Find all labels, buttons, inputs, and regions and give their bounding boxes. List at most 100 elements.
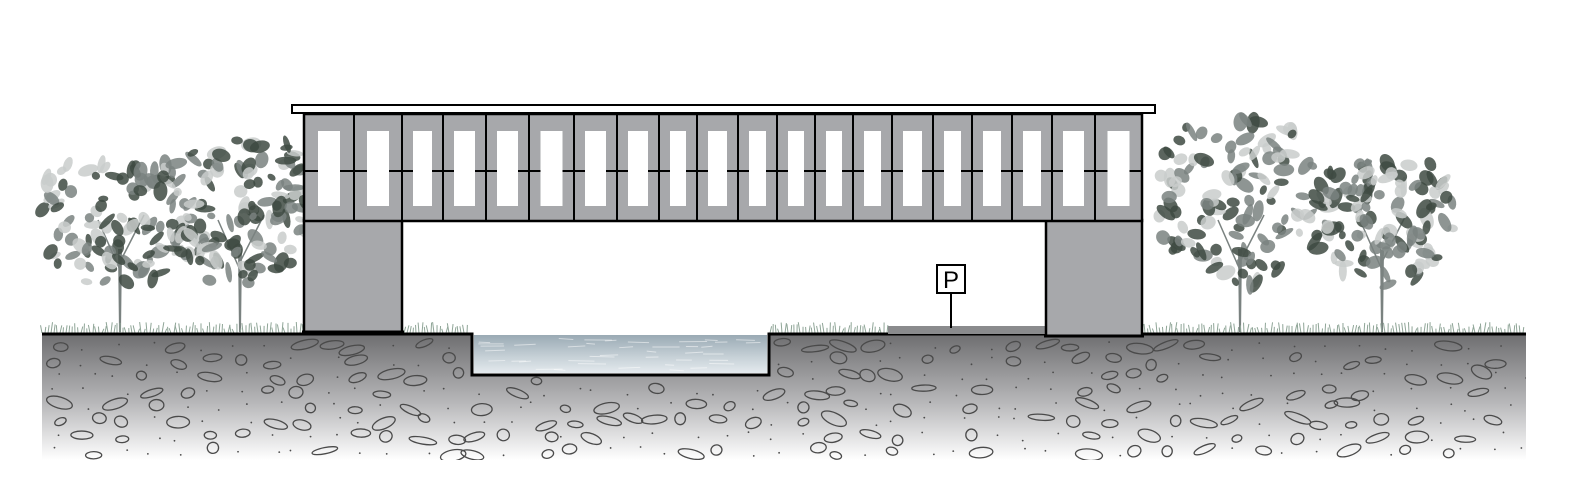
grass-blade (1343, 327, 1347, 334)
pebble (371, 416, 396, 431)
leaf-cluster (1350, 199, 1364, 212)
grass-blade (1366, 324, 1369, 334)
leaf-cluster (40, 174, 54, 193)
leaf-cluster (1415, 247, 1435, 259)
ripple (514, 343, 536, 346)
leaf-cluster (1385, 167, 1398, 180)
ripple (685, 351, 704, 354)
grass-blade (1306, 325, 1309, 334)
pebble (234, 428, 251, 438)
pebble (505, 387, 530, 400)
leaf-cluster (1273, 163, 1295, 177)
grain (263, 344, 266, 347)
grain (423, 389, 426, 392)
pebble (580, 431, 603, 446)
leaf-cluster (1370, 175, 1378, 186)
facade-windows (318, 131, 1130, 206)
grain (1459, 447, 1462, 450)
leaf-cluster (151, 268, 171, 278)
grass-blade (282, 327, 286, 334)
window-pane (788, 131, 804, 206)
grass-blade (1375, 324, 1378, 334)
grass-blade (1254, 327, 1257, 334)
pebble (170, 358, 188, 370)
grass-blade (202, 328, 205, 334)
grass-blade (1207, 326, 1211, 334)
pebble (1407, 415, 1425, 426)
grass-blade (104, 325, 107, 334)
leaf-cluster (1246, 274, 1254, 295)
leaf-cluster (1173, 135, 1186, 146)
grass-blade (797, 322, 801, 334)
grass-blade (1395, 322, 1398, 334)
pebble (439, 448, 467, 460)
leaf-cluster (94, 235, 107, 248)
pebble (45, 395, 73, 410)
pebble (235, 354, 248, 366)
leaf-cluster (1257, 172, 1271, 186)
grass-blade (790, 325, 793, 334)
grain (923, 374, 926, 377)
leaf-cluster (1338, 231, 1346, 240)
pebble (828, 339, 857, 353)
grain (697, 436, 700, 439)
grass-blade (1451, 323, 1455, 334)
pebble (1027, 413, 1056, 422)
leaf-cluster (226, 214, 234, 233)
pebble (829, 351, 848, 365)
grass-blade (1363, 322, 1366, 334)
leaf-cluster (1429, 186, 1441, 199)
leaf-cluster (210, 230, 227, 243)
grass-blade (139, 321, 142, 334)
grass-blade (1500, 327, 1503, 334)
grain (1227, 358, 1230, 361)
grass-blade (1380, 323, 1383, 334)
grass-blade (68, 325, 71, 334)
grain (559, 435, 562, 438)
leaf-cluster (112, 253, 126, 265)
grass-blade (80, 326, 84, 334)
grain (1103, 409, 1106, 412)
grass-blade (1404, 322, 1407, 334)
grain (1466, 362, 1469, 365)
pebble (1290, 432, 1305, 446)
grass-blade (451, 323, 454, 334)
leaf-cluster (1235, 132, 1255, 146)
leaf-cluster (83, 220, 103, 229)
window-pane (1063, 131, 1084, 206)
grain (889, 393, 892, 396)
grain (1057, 432, 1060, 435)
leaf-cluster (1158, 147, 1172, 161)
leaf-cluster (212, 148, 231, 162)
leaf-cluster (200, 170, 214, 186)
grain (1520, 447, 1523, 449)
pebble (804, 390, 831, 401)
leaf-cluster (113, 234, 126, 248)
left-pier (302, 218, 404, 334)
leaf-cluster (173, 187, 182, 197)
pebble (800, 344, 830, 353)
grain (663, 452, 666, 455)
grass-blade (105, 322, 109, 334)
grass-blade (1328, 324, 1332, 334)
grass-blade (1336, 325, 1339, 334)
window-pane (983, 131, 1001, 206)
grass-blade (1479, 323, 1482, 334)
leaf-cluster (43, 191, 60, 206)
leaf-cluster (271, 191, 290, 200)
grain (111, 375, 114, 377)
leaf-cluster (1267, 185, 1280, 200)
grass-blade (432, 321, 435, 334)
leaf-cluster (249, 140, 270, 153)
leaf-cluster (284, 201, 298, 214)
leaf-cluster (295, 216, 305, 223)
leaf-cluster (247, 269, 258, 282)
grass-blade (1376, 327, 1380, 334)
pebble (1231, 434, 1243, 443)
grain (280, 401, 283, 404)
leaf-cluster (165, 218, 179, 230)
grass-blade (145, 322, 148, 334)
pebble (296, 373, 315, 387)
leaf-cluster (155, 242, 169, 253)
grass-blade (1298, 323, 1302, 334)
